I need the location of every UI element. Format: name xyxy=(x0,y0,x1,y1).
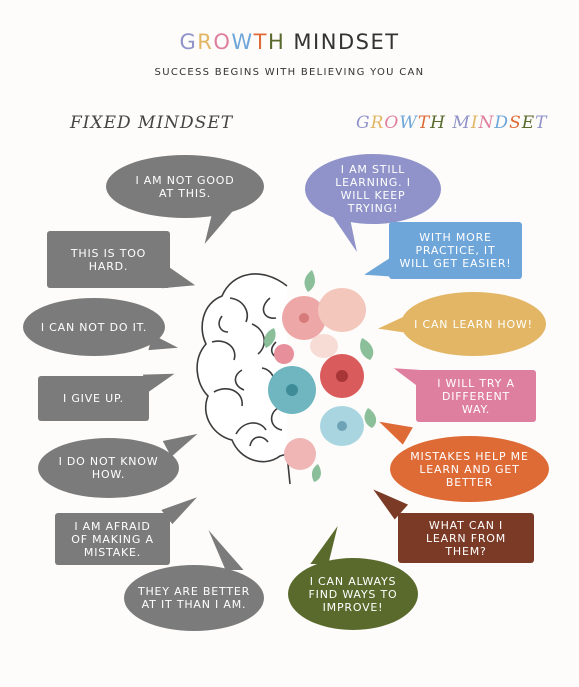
growth-statement-5: MISTAKES HELP ME LEARN AND GET BETTER xyxy=(410,449,529,489)
fixed-bubble-5: I DO NOT KNOW HOW. xyxy=(38,438,179,498)
colored-letter: H xyxy=(430,113,446,133)
growth-statement-3: I CAN LEARN HOW! xyxy=(414,317,533,331)
colored-letter: H xyxy=(267,30,286,54)
colored-letter: G xyxy=(179,30,198,54)
fixed-statement-6: I AM AFRAID OF MAKING A MISTAKE. xyxy=(71,519,154,559)
fixed-statement-7: THEY ARE BETTER AT IT THAN I AM. xyxy=(137,585,251,611)
fixed-statement-1: I AM NOT GOOD AT THIS. xyxy=(135,173,235,200)
growth-statement-6: WHAT CAN I LEARN FROM THEM? xyxy=(425,518,507,558)
growth-bubble-4-tail xyxy=(390,359,426,387)
fixed-bubble-4: I GIVE UP. xyxy=(38,376,149,421)
fixed-bubble-2: THIS IS TOO HARD. xyxy=(47,231,170,288)
brain-left-hemisphere xyxy=(196,273,291,485)
growth-statement-1: I AM STILL LEARNING. I WILL KEEP TRYING! xyxy=(335,163,411,215)
colored-letter: E xyxy=(521,113,536,133)
title-growth: GROWTH xyxy=(179,30,285,54)
colored-letter: T xyxy=(417,113,431,133)
fixed-bubble-6: I AM AFRAID OF MAKING A MISTAKE. xyxy=(55,513,170,565)
colored-letter: W xyxy=(231,30,254,54)
growth-bubble-1: I AM STILL LEARNING. I WILL KEEP TRYING! xyxy=(305,154,441,224)
colored-letter: N xyxy=(478,113,495,133)
colored-letter: T xyxy=(535,113,548,133)
fixed-statement-5: I DO NOT KNOW HOW. xyxy=(58,455,159,481)
colored-letter: R xyxy=(197,30,214,54)
fixed-bubble-3-tail xyxy=(148,334,180,358)
fixed-bubble-7-tail xyxy=(202,530,244,570)
growth-bubble-4: I WILL TRY A DIFFERENT WAY. xyxy=(416,370,536,422)
growth-bubble-3: I CAN LEARN HOW! xyxy=(401,292,546,356)
growth-mindset-heading: GROWTH MINDSET xyxy=(356,113,547,133)
colored-letter: M xyxy=(452,113,471,133)
growth-statement-4: I WILL TRY A DIFFERENT WAY. xyxy=(437,376,515,416)
fixed-statement-4: I GIVE UP. xyxy=(63,392,124,405)
colored-letter: O xyxy=(213,30,232,54)
colored-letter: D xyxy=(494,113,510,133)
colored-letter: S xyxy=(509,113,522,133)
brain-flower-hemisphere xyxy=(264,270,377,482)
brain-illustration xyxy=(196,270,377,485)
fixed-statement-3: I CAN NOT DO IT. xyxy=(40,320,148,334)
fixed-bubble-7: THEY ARE BETTER AT IT THAN I AM. xyxy=(124,565,264,631)
page-subtitle: SUCCESS BEGINS WITH BELIEVING YOU CAN xyxy=(154,67,425,78)
growth-bubble-3-tail xyxy=(376,315,410,339)
fixed-mindset-heading: FIXED MINDSET xyxy=(70,113,234,133)
fixed-bubble-6-tail xyxy=(161,487,201,525)
growth-statement-2: WITH MORE PRACTICE, IT WILL GET EASIER! xyxy=(399,231,512,270)
growth-bubble-5: MISTAKES HELP ME LEARN AND GET BETTER xyxy=(390,436,549,502)
colored-letter: R xyxy=(370,113,385,133)
growth-bubble-7: I CAN ALWAYS FIND WAYS TO IMPROVE! xyxy=(288,558,418,630)
fixed-bubble-3: I CAN NOT DO IT. xyxy=(23,298,165,356)
colored-letter: O xyxy=(384,113,400,133)
colored-letter: T xyxy=(253,30,268,54)
colored-letter: G xyxy=(356,113,371,133)
colored-letter: I xyxy=(470,113,479,133)
growth-bubble-6: WHAT CAN I LEARN FROM THEM? xyxy=(398,513,534,563)
fixed-bubble-4-tail xyxy=(142,364,178,392)
growth-statement-7: I CAN ALWAYS FIND WAYS TO IMPROVE! xyxy=(308,574,398,614)
page-title: GROWTH MINDSET xyxy=(0,30,579,54)
title-mindset: MINDSET xyxy=(293,30,400,54)
fixed-statement-2: THIS IS TOO HARD. xyxy=(70,246,147,273)
growth-bubble-2: WITH MORE PRACTICE, IT WILL GET EASIER! xyxy=(389,222,522,279)
fixed-bubble-1: I AM NOT GOOD AT THIS. xyxy=(106,155,264,218)
colored-letter: W xyxy=(399,113,418,133)
